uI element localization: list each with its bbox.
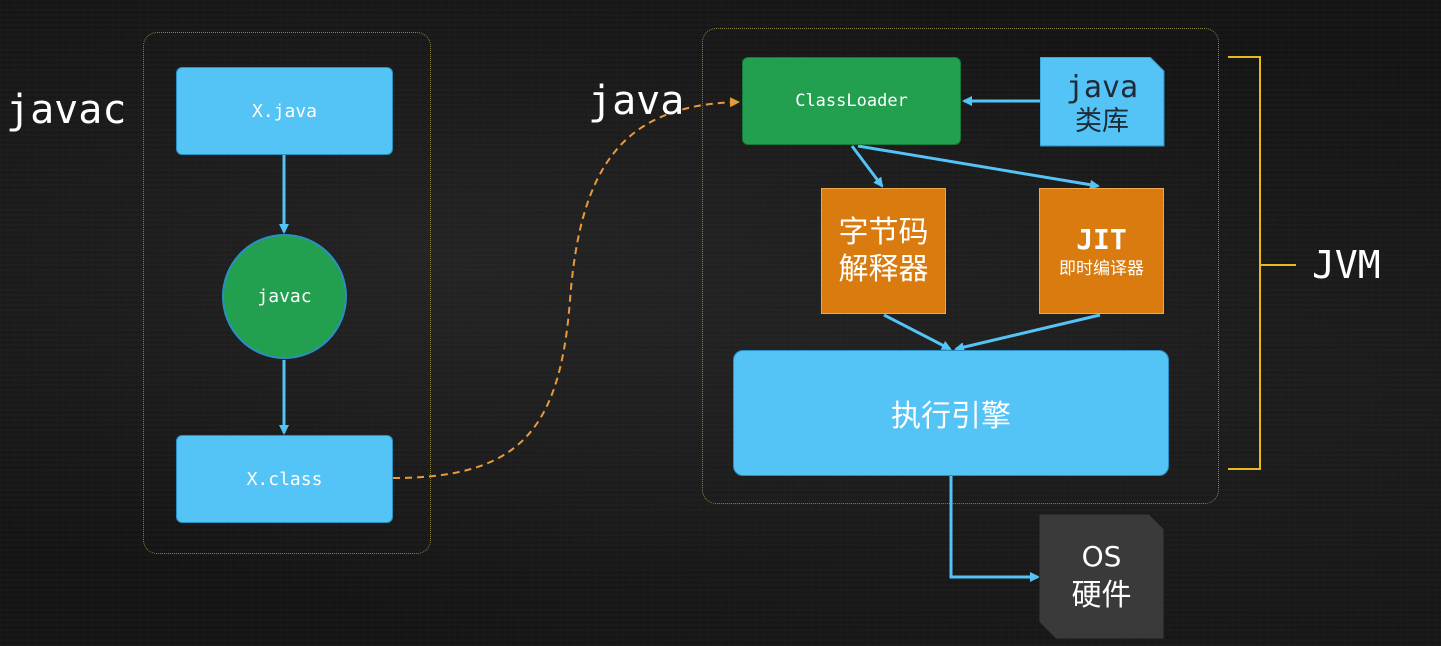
- library-text: java 类库: [1040, 63, 1164, 145]
- jit-line2: 即时编译器: [1059, 259, 1144, 280]
- compile-frame: [143, 32, 431, 554]
- classloader-label: ClassLoader: [795, 91, 908, 111]
- arrow-jit-to-engine: [954, 313, 1101, 353]
- classloader-box: ClassLoader: [742, 57, 961, 145]
- javac-compiler-node: javac: [222, 234, 347, 359]
- label-javac: javac: [6, 87, 127, 133]
- arrow-classloader-to-interpreter: [850, 145, 884, 188]
- javac-compiler-label: javac: [257, 286, 312, 307]
- os-line2: 硬件: [1071, 577, 1132, 613]
- arrow-class-to-classloader: [392, 97, 740, 479]
- os-hardware-text: OS 硬件: [1039, 518, 1164, 636]
- class-file-box: X.class: [176, 435, 393, 523]
- jvm-frame: [702, 28, 1219, 504]
- label-jvm: JVM: [1312, 243, 1381, 287]
- arrow-interpreter-to-engine: [883, 313, 952, 351]
- jvm-bracket: [1228, 56, 1261, 470]
- os-line1: OS: [1081, 540, 1122, 574]
- source-file-label: X.java: [251, 100, 318, 122]
- label-java: java: [588, 78, 685, 124]
- execution-engine-box: 执行引擎: [733, 350, 1169, 476]
- jit-box: JIT 即时编译器: [1039, 188, 1164, 314]
- arrow-engine-to-os: [949, 476, 1040, 582]
- jit-line1: JIT: [1076, 222, 1127, 256]
- library-line1: java: [1065, 70, 1139, 106]
- interpreter-box: 字节码 解释器: [821, 188, 946, 314]
- execution-engine-label: 执行引擎: [891, 399, 1011, 434]
- os-hardware-box: [1039, 514, 1165, 640]
- library-box: [1040, 57, 1165, 147]
- source-file-box: X.java: [176, 67, 393, 155]
- class-file-label: X.class: [246, 468, 323, 490]
- library-line2: 类库: [1075, 105, 1129, 137]
- arrow-classloader-to-jit: [857, 144, 1100, 190]
- interpreter-line1: 字节码: [838, 214, 929, 250]
- interpreter-line2: 解释器: [838, 252, 929, 287]
